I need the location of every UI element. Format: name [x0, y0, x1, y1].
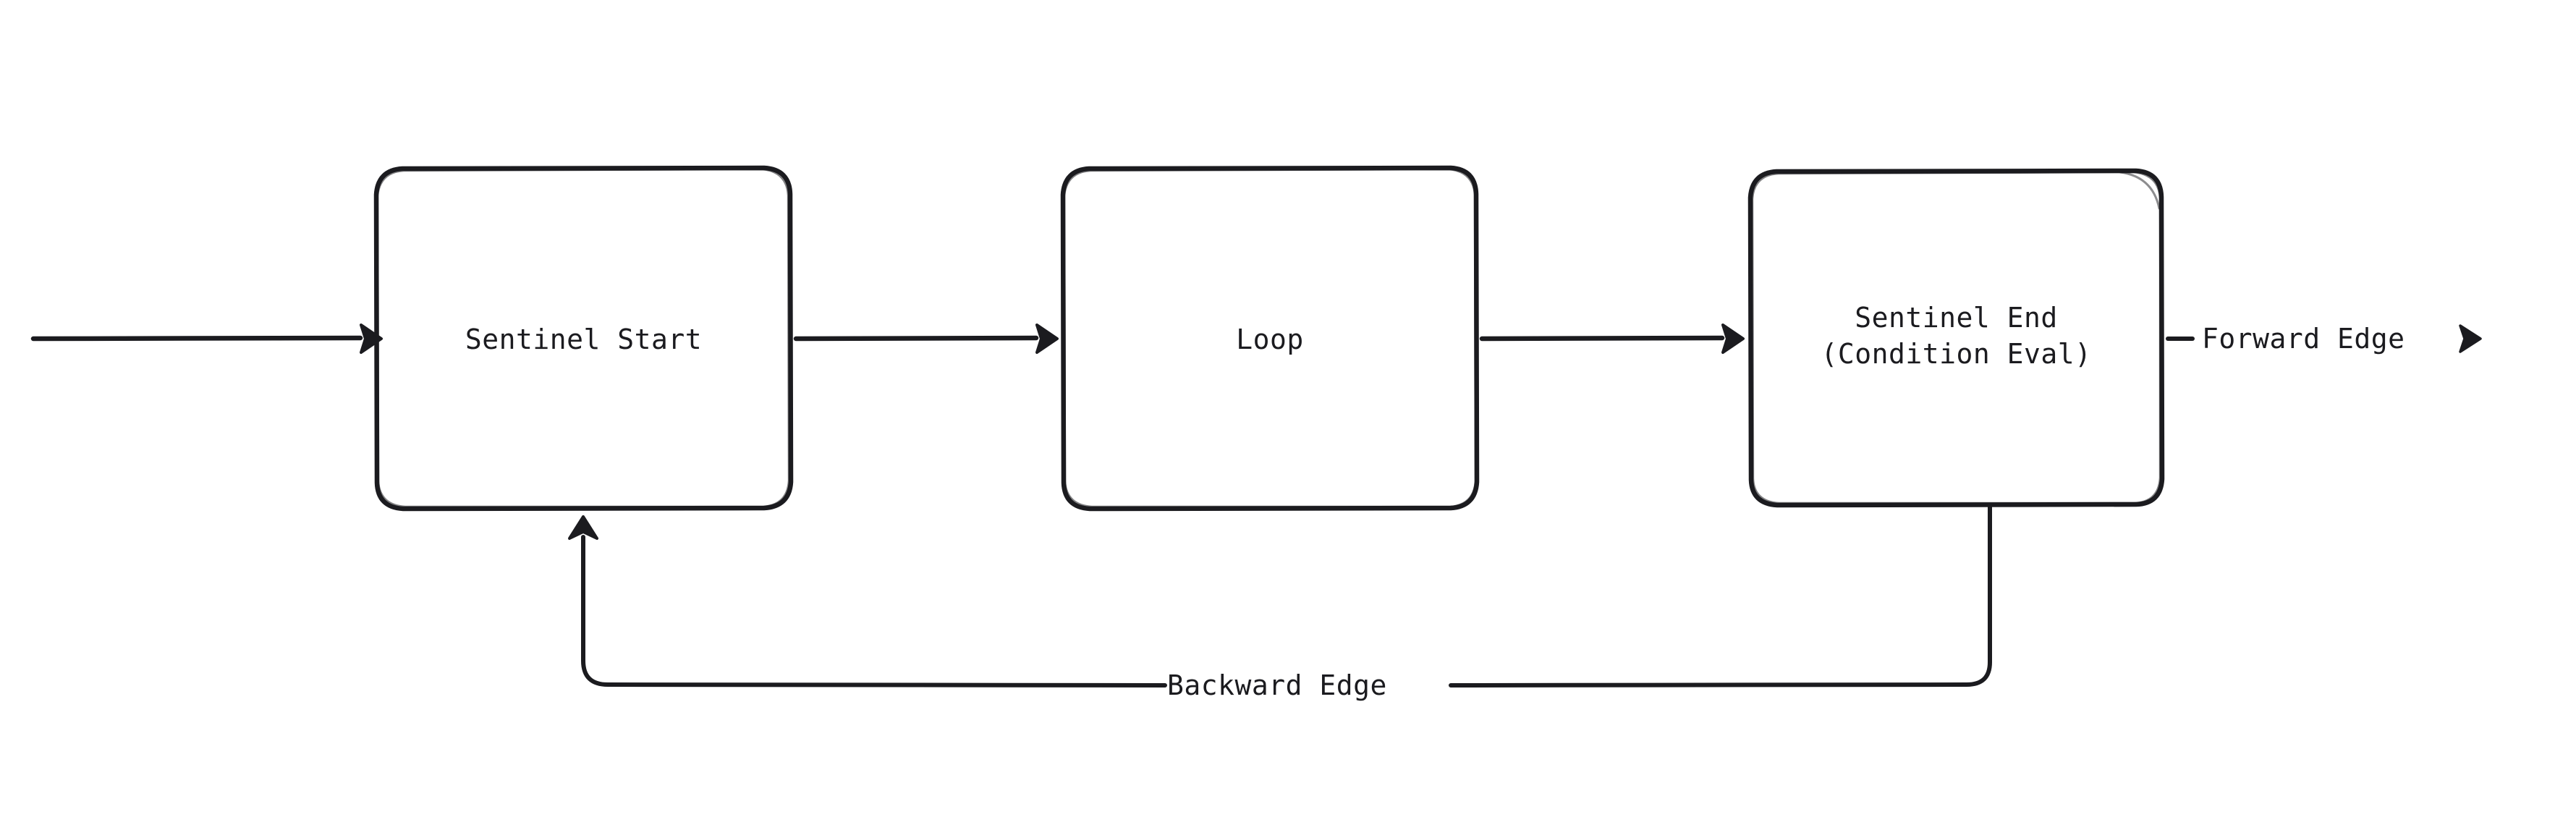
node-sentinel-start-shape[interactable] — [373, 165, 794, 512]
edge-entry[interactable] — [30, 323, 383, 354]
edge-backward[interactable] — [568, 503, 1992, 688]
edge-loop-to-end[interactable] — [1479, 323, 1745, 354]
node-loop-shape[interactable] — [1060, 165, 1480, 512]
node-loop[interactable] — [1064, 168, 1476, 508]
node-sentinel-end[interactable] — [1751, 171, 2161, 504]
edge-forward[interactable] — [2166, 324, 2482, 353]
node-sentinel-start[interactable] — [377, 168, 790, 508]
edge-forward-label: Forward Edge — [2202, 323, 2405, 355]
edge-start-to-loop[interactable] — [793, 323, 1059, 354]
edge-backward-label: Backward Edge — [1167, 669, 1387, 701]
node-sentinel-end-shape[interactable] — [1747, 168, 2165, 508]
